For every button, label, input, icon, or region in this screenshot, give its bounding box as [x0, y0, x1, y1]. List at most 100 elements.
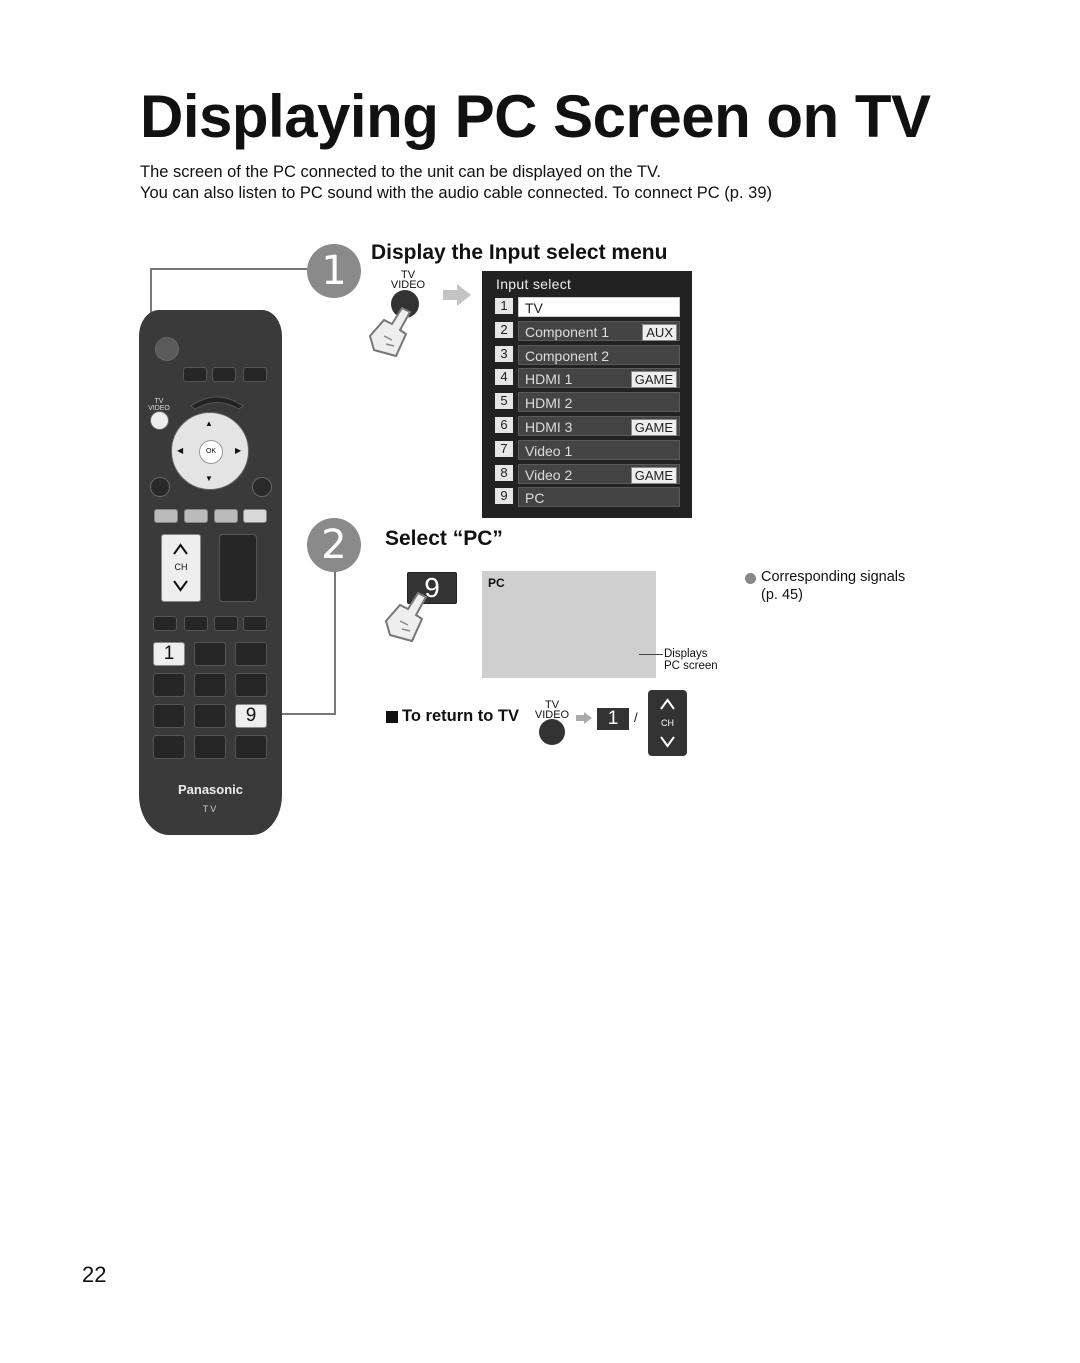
- dpad-up-icon[interactable]: ▲: [205, 419, 213, 428]
- menu-item-bar: HDMI 3 GAME: [518, 416, 680, 436]
- return-to-tv-label: To return to TV: [402, 707, 520, 725]
- remote-key-3[interactable]: [235, 642, 267, 666]
- remote-row-button-4[interactable]: [243, 616, 267, 631]
- menu-item-bar: TV: [518, 297, 680, 317]
- menu-item-component-1[interactable]: 2 Component 1 AUX: [495, 320, 680, 341]
- remote-ch-rocker[interactable]: CH: [161, 534, 201, 602]
- dpad-right-icon[interactable]: ▶: [235, 446, 242, 455]
- ok-button[interactable]: OK: [199, 440, 223, 464]
- displays-pc-screen-callout: Displays PC screen: [664, 648, 718, 672]
- menu-item-label: PC: [525, 490, 545, 507]
- remote-key-7[interactable]: [153, 704, 185, 728]
- step2-connector: [266, 571, 336, 715]
- dpad-left-icon[interactable]: ◀: [177, 446, 184, 455]
- dpad[interactable]: OK ▲ ▼ ◀ ▶: [171, 412, 249, 490]
- menu-item-tag: AUX: [642, 323, 677, 341]
- remote-brand-logo: Panasonic: [177, 782, 244, 797]
- menu-item-tv[interactable]: 1 TV: [495, 297, 680, 317]
- page-number: 22: [82, 1262, 107, 1287]
- bullet-icon: [745, 573, 756, 584]
- menu-arc-button[interactable]: [189, 392, 245, 410]
- tv-video-label: TV VIDEO: [390, 269, 426, 291]
- color-button-4[interactable]: [243, 509, 267, 523]
- remote-key-4[interactable]: [153, 673, 185, 697]
- menu-item-number: 8: [495, 464, 513, 481]
- menu-item-video-1[interactable]: 7 Video 1: [495, 439, 680, 460]
- menu-item-hdmi-3[interactable]: 6 HDMI 3 GAME: [495, 416, 680, 436]
- color-button-2[interactable]: [184, 509, 208, 523]
- remote-key-bottom-1[interactable]: [153, 735, 185, 759]
- remote-row-button-2[interactable]: [184, 616, 208, 631]
- intro-line-1: The screen of the PC connected to the un…: [140, 163, 662, 181]
- remote-model-label: TV: [202, 804, 219, 814]
- remote-tv-video-button[interactable]: [150, 411, 169, 430]
- remote-left-round-button[interactable]: [150, 477, 170, 497]
- remote-key-9[interactable]: 9: [235, 704, 267, 728]
- menu-item-bar: HDMI 2: [518, 392, 680, 413]
- arrow-right-icon: [443, 284, 471, 306]
- return-tv-video-label: TV VIDEO: [534, 699, 570, 721]
- menu-item-number: 3: [495, 345, 513, 362]
- remote-top-button-2[interactable]: [212, 367, 236, 382]
- menu-item-pc[interactable]: 9 PC: [495, 487, 680, 508]
- menu-item-number: 1: [495, 298, 513, 314]
- menu-item-bar: Component 2: [518, 344, 680, 365]
- remote-row-button-3[interactable]: [214, 616, 238, 631]
- pc-screen-label: PC: [488, 576, 505, 590]
- menu-item-label: Component 2: [525, 347, 610, 364]
- step-2-badge: 2: [307, 518, 361, 572]
- menu-item-label: TV: [525, 300, 543, 316]
- remote-top-button-3[interactable]: [243, 367, 267, 382]
- remote-key-8[interactable]: [194, 704, 226, 728]
- pressing-hand-icon-2: [384, 591, 428, 643]
- power-button[interactable]: [155, 337, 179, 361]
- menu-item-label: HDMI 2: [525, 395, 573, 412]
- menu-item-number: 6: [495, 417, 513, 433]
- remote-top-button-1[interactable]: [183, 367, 207, 382]
- return-tv-video-button[interactable]: [539, 719, 565, 745]
- remote-key-2[interactable]: [194, 642, 226, 666]
- pc-screen-preview: PC: [482, 571, 656, 678]
- menu-item-tag: GAME: [630, 371, 677, 389]
- remote-right-round-button[interactable]: [252, 477, 272, 497]
- menu-item-number: 9: [495, 488, 513, 505]
- menu-item-number: 7: [495, 440, 513, 457]
- callout-line: [639, 654, 663, 655]
- ch-up-icon: [660, 698, 675, 710]
- remote-key-1[interactable]: 1: [153, 642, 185, 666]
- menu-item-label: HDMI 3: [525, 419, 573, 435]
- small-arrow-right-icon: [576, 712, 592, 724]
- ch-down-icon: [660, 736, 675, 748]
- remote-vol-rocker[interactable]: [219, 534, 257, 602]
- menu-item-number: 2: [495, 321, 513, 338]
- menu-item-tag: GAME: [630, 419, 677, 436]
- menu-item-component-2[interactable]: 3 Component 2: [495, 344, 680, 365]
- color-button-3[interactable]: [214, 509, 238, 523]
- remote-key-0[interactable]: [194, 735, 226, 759]
- or-separator: /: [634, 710, 638, 725]
- remote-ch-up-icon: [173, 543, 188, 555]
- remote-control: TV VIDEO OK ▲ ▼ ◀ ▶ CH 1 9 Panasonic TV: [139, 310, 282, 835]
- remote-row-button-1[interactable]: [153, 616, 177, 631]
- menu-item-tag: GAME: [630, 466, 677, 484]
- remote-key-6[interactable]: [235, 673, 267, 697]
- return-ch-rocker[interactable]: CH: [648, 690, 687, 756]
- menu-item-label: HDMI 1: [525, 371, 573, 388]
- menu-item-bar: Component 1 AUX: [518, 320, 680, 341]
- square-bullet-icon: [386, 711, 398, 723]
- menu-item-label: Component 1: [525, 323, 610, 340]
- remote-key-bottom-3[interactable]: [235, 735, 267, 759]
- remote-tv-video-label: TV VIDEO: [148, 398, 170, 412]
- menu-item-bar: Video 1: [518, 439, 680, 460]
- color-button-1[interactable]: [154, 509, 178, 523]
- intro-line-2: You can also listen to PC sound with the…: [140, 184, 772, 202]
- dpad-down-icon[interactable]: ▼: [205, 474, 213, 483]
- remote-key-5[interactable]: [194, 673, 226, 697]
- menu-item-label: Video 1: [525, 442, 573, 459]
- return-key-1-button[interactable]: 1: [597, 708, 629, 730]
